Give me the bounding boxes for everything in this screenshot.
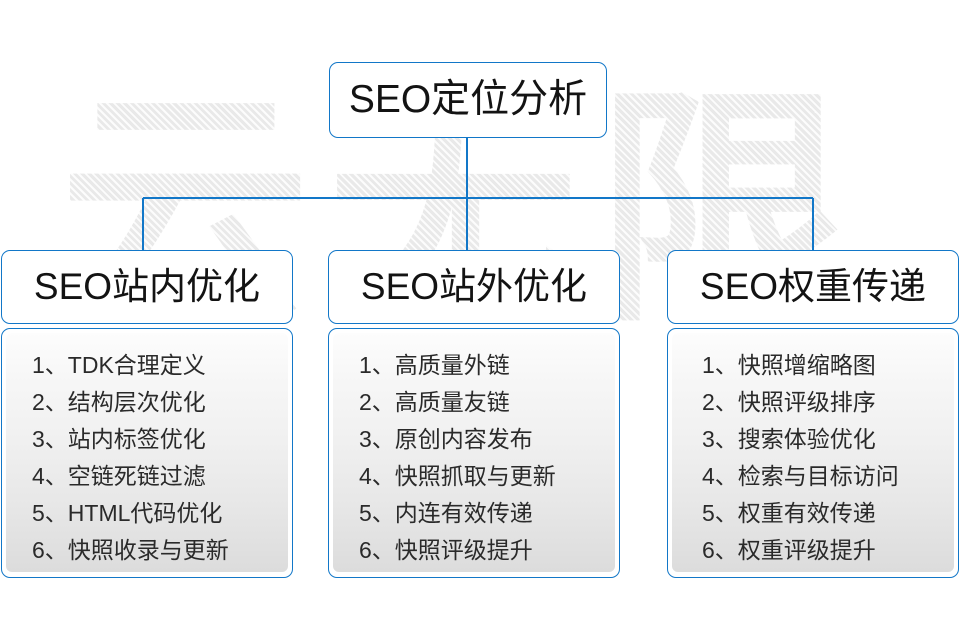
branch-header-label-3: SEO权重传递: [699, 266, 927, 307]
branch-header-2[interactable]: SEO站外优化: [328, 250, 620, 324]
branch-body-3: 1、快照增缩略图 2、快照评级排序 3、搜索体验优化 4、检索与目标访问 5、权…: [667, 328, 959, 578]
branch-body-2: 1、高质量外链 2、高质量友链 3、原创内容发布 4、快照抓取与更新 5、内连有…: [328, 328, 620, 578]
list-item: 2、结构层次优化: [32, 389, 206, 415]
list-item: 1、高质量外链: [359, 352, 510, 378]
branch-column-2: SEO站外优化 1、高质量外链 2、高质量友链 3、原创内容发布 4、快照抓取与…: [328, 250, 620, 578]
branch-body-panel-3: 1、快照增缩略图 2、快照评级排序 3、搜索体验优化 4、检索与目标访问 5、权…: [672, 333, 954, 572]
list-item: 4、检索与目标访问: [702, 463, 899, 489]
list-item: 3、搜索体验优化: [702, 426, 876, 452]
list-item: 1、快照增缩略图: [702, 352, 876, 378]
list-item: 4、快照抓取与更新: [359, 463, 556, 489]
branch-column-3: SEO权重传递 1、快照增缩略图 2、快照评级排序 3、搜索体验优化 4、检索与…: [667, 250, 959, 578]
list-item: 6、快照评级提升: [359, 537, 533, 563]
list-item: 6、权重评级提升: [702, 537, 876, 563]
root-node[interactable]: SEO定位分析: [329, 62, 607, 138]
list-item: 3、站内标签优化: [32, 426, 206, 452]
branch-header-label-2: SEO站外优化: [360, 266, 588, 307]
list-item: 4、空链死链过滤: [32, 463, 206, 489]
branch-body-panel-1: 1、TDK合理定义 2、结构层次优化 3、站内标签优化 4、空链死链过滤 5、H…: [6, 333, 288, 572]
branch-header-3[interactable]: SEO权重传递: [667, 250, 959, 324]
branch-header-label-1: SEO站内优化: [33, 266, 261, 307]
list-item: 1、TDK合理定义: [32, 352, 206, 378]
list-item: 2、高质量友链: [359, 389, 510, 415]
branch-column-1: SEO站内优化 1、TDK合理定义 2、结构层次优化 3、站内标签优化 4、空链…: [1, 250, 293, 578]
branch-body-panel-2: 1、高质量外链 2、高质量友链 3、原创内容发布 4、快照抓取与更新 5、内连有…: [333, 333, 615, 572]
list-item: 2、快照评级排序: [702, 389, 876, 415]
branch-body-1: 1、TDK合理定义 2、结构层次优化 3、站内标签优化 4、空链死链过滤 5、H…: [1, 328, 293, 578]
list-item: 5、权重有效传递: [702, 500, 876, 526]
list-item: 6、快照收录与更新: [32, 537, 229, 563]
root-node-label: SEO定位分析: [348, 78, 588, 121]
branch-header-1[interactable]: SEO站内优化: [1, 250, 293, 324]
list-item: 3、原创内容发布: [359, 426, 533, 452]
list-item: 5、内连有效传递: [359, 500, 533, 526]
list-item: 5、HTML代码优化: [32, 500, 223, 526]
